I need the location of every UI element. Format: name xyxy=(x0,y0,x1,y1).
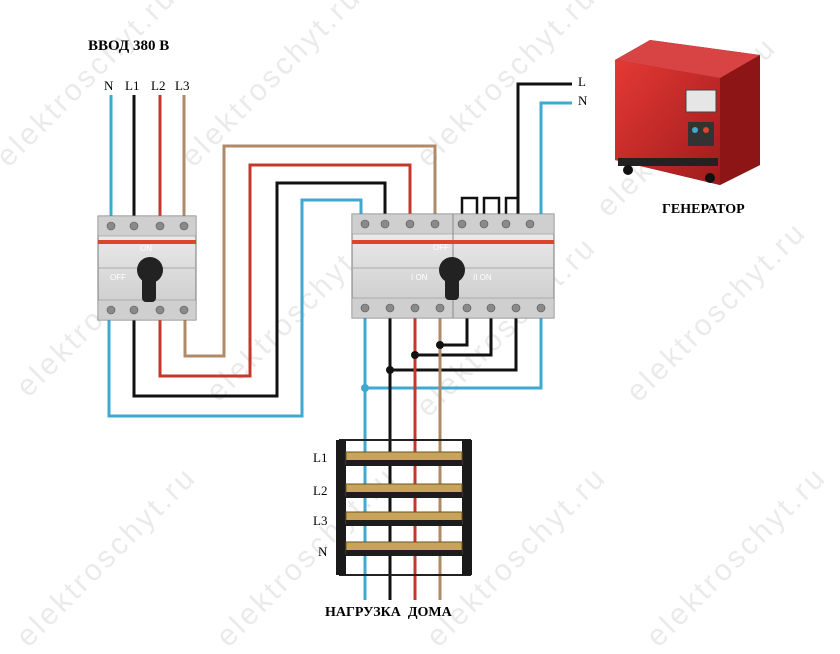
junction-dot xyxy=(361,384,369,392)
gen-bottom-wire xyxy=(390,318,518,372)
generator-image xyxy=(615,40,760,185)
load-label: НАГРУЗКА ДОМА xyxy=(325,605,452,620)
changeover-i-on-label: I ON xyxy=(411,273,428,282)
input-switch[interactable] xyxy=(97,215,197,321)
changeover-ii-on-label: II ON xyxy=(473,273,492,282)
busbar-label-l2: L2 xyxy=(313,483,328,498)
busbar-label-l1: L1 xyxy=(313,450,328,465)
busbar-n xyxy=(345,541,463,556)
generator-l-wire xyxy=(516,82,572,214)
jumper-wire xyxy=(460,196,479,214)
junction-dot xyxy=(436,341,444,349)
n-feed-wire xyxy=(107,198,363,418)
busbar-block xyxy=(336,439,472,576)
l1-feed-wire xyxy=(132,181,387,398)
jumper-wire xyxy=(504,196,518,214)
changeover-off-label: OFF xyxy=(433,243,449,252)
junction-dot xyxy=(386,366,394,374)
jumper-wire xyxy=(482,196,501,214)
generator-n-wire xyxy=(539,101,572,214)
wiring-svg xyxy=(97,40,760,600)
gen-bottom-wire xyxy=(415,318,493,357)
busbar-l1 xyxy=(345,451,463,466)
input-label-n: N xyxy=(104,78,114,93)
l3-feed-wire xyxy=(183,144,437,358)
gen-bottom-wire xyxy=(440,318,469,347)
input-switch-off-label: OFF xyxy=(110,273,126,282)
busbar-l3 xyxy=(345,511,463,526)
input-switch-on-label: ON xyxy=(140,244,152,253)
busbar-label-n: N xyxy=(318,544,328,559)
gen-bottom-n-wire xyxy=(365,318,543,390)
generator-title: ГЕНЕРАТОР xyxy=(662,202,745,217)
input-label-l1: L1 xyxy=(125,78,140,93)
input-label-l3: L3 xyxy=(175,78,190,93)
input-label-l2: L2 xyxy=(151,78,166,93)
generator-label-n: N xyxy=(578,93,588,108)
changeover-switch[interactable] xyxy=(351,213,555,319)
generator-label-l: L xyxy=(578,74,586,89)
l2-feed-wire xyxy=(158,163,412,378)
busbar-l2 xyxy=(345,483,463,498)
changeover-handle xyxy=(445,258,459,300)
junction-dot xyxy=(411,351,419,359)
busbar-label-l3: L3 xyxy=(313,513,328,528)
switch-handle xyxy=(142,258,156,302)
page-title: ВВОД 380 В xyxy=(88,38,170,54)
